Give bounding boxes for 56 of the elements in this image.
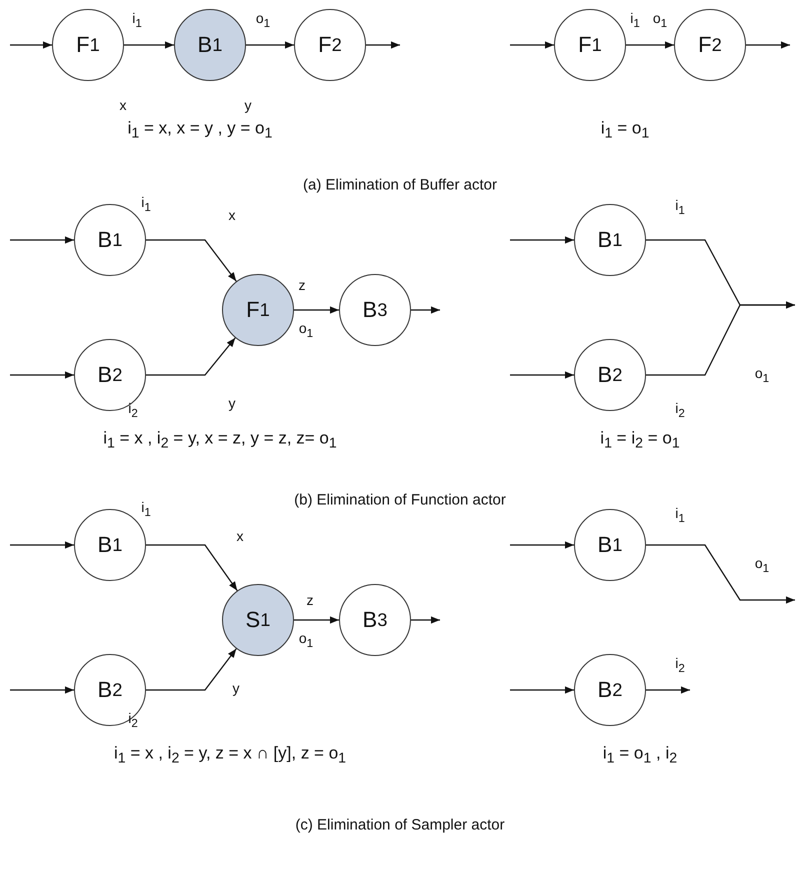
- arrow: [411, 306, 440, 314]
- equation-text: i$_{1}$ = o$_{1}$ , i$_{2}$: [602, 743, 678, 767]
- port-label: z: [298, 277, 306, 293]
- port-label: i$_{2}$: [128, 400, 138, 420]
- port-label: y: [232, 680, 240, 696]
- port-label: o$_{1}$: [754, 365, 770, 385]
- arrow: [746, 41, 790, 49]
- port-label: y: [228, 395, 236, 411]
- arrow: [366, 41, 400, 49]
- arrow: [411, 616, 440, 624]
- equation-text: i$_{1}$ = x , i$_{2}$ = y, x = z, y = z, z= o$_{1}$: [103, 428, 337, 452]
- arrow: [294, 616, 339, 624]
- port-label: i$_{1}$: [675, 197, 685, 217]
- equation-text: i$_{1}$ = x , i$_{2}$ = y, z = x ∩ [y], z = o$_{1}$: [114, 743, 346, 767]
- arrow: [246, 41, 294, 49]
- arrow: [146, 338, 236, 376]
- port-label: o$_{1}$: [256, 10, 270, 30]
- port-label: i$_{1}$: [675, 505, 685, 525]
- port-label: i$_{1}$: [132, 10, 142, 30]
- port-label: o$_{1}$: [652, 10, 668, 30]
- arrow: [10, 371, 74, 379]
- arrow: [10, 541, 74, 549]
- arrow: [646, 301, 795, 376]
- arrow: [626, 41, 674, 49]
- arrow: [510, 686, 574, 694]
- arrow: [10, 236, 74, 244]
- port-label: o$_{1}$: [298, 630, 314, 650]
- equation-text: i$_{1}$ = i$_{2}$ = o$_{1}$: [600, 428, 680, 452]
- port-label: x: [236, 528, 244, 544]
- arrow: [646, 686, 690, 694]
- arrow: [510, 236, 574, 244]
- port-label: i$_{1}$: [630, 10, 640, 30]
- port-label: o$_{1}$: [298, 320, 314, 340]
- arrow: [10, 686, 74, 694]
- port-label: o$_{1}$: [754, 555, 770, 575]
- arrow: [146, 239, 237, 282]
- arrow: [510, 371, 574, 379]
- port-label: x: [228, 207, 236, 223]
- port-label: z: [306, 592, 314, 608]
- figure-caption: (c) Elimination of Sampler actor: [295, 816, 505, 834]
- arrow: [294, 306, 339, 314]
- figure-caption: (a) Elimination of Buffer actor: [303, 176, 497, 194]
- port-label: i$_{2}$: [675, 655, 685, 675]
- equation-text: i$_{1}$ = o$_{1}$: [600, 118, 650, 142]
- arrow: [10, 41, 52, 49]
- arrow: [510, 41, 554, 49]
- arrow: [646, 544, 795, 604]
- arrow: [510, 541, 574, 549]
- arrow: [146, 544, 238, 591]
- equation-text: i$_{1}$ = x, x = y , y = o$_{1}$: [128, 118, 272, 142]
- figure-caption: (b) Elimination of Function actor: [294, 492, 506, 508]
- arrow: [146, 648, 237, 691]
- port-label: y: [244, 97, 252, 113]
- arrow: [124, 41, 174, 49]
- port-label: i$_{2}$: [675, 400, 685, 420]
- port-label: x: [120, 97, 126, 113]
